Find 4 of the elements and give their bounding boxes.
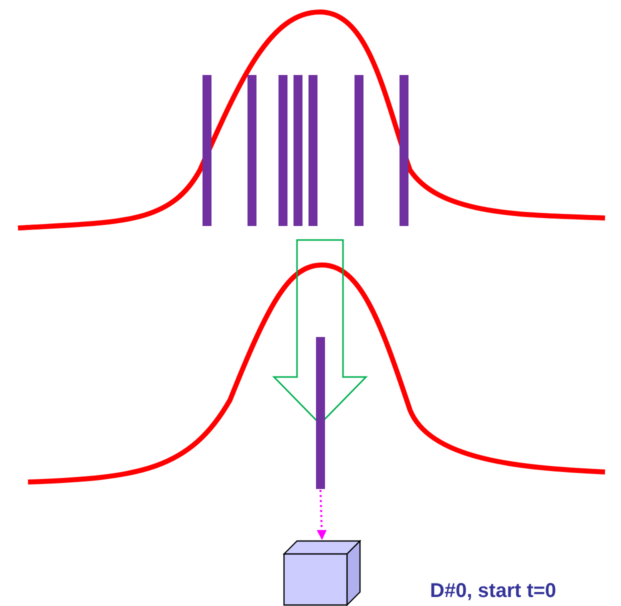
signal-bar [316,337,325,489]
cube-drawing [283,540,361,606]
caption-text: D#0, start t=0 [430,580,556,603]
arrow [316,490,327,540]
